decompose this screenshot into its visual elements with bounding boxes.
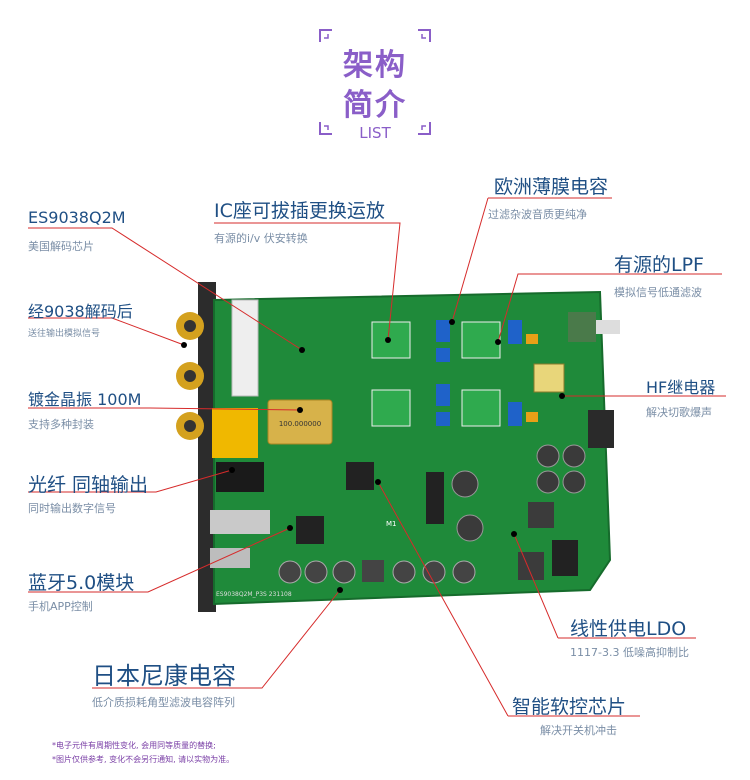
footnote-2: *图片仅供参考, 变化不会另行通知, 请以实物为准。 (52, 755, 235, 764)
title-frame (318, 28, 432, 136)
label-film-cap-subtitle: 过滤杂波音质更纯净 (488, 208, 587, 221)
label-lpf-subtitle: 模拟信号低通滤波 (614, 286, 702, 299)
label-bluetooth-subtitle: 手机APP控制 (28, 600, 93, 613)
label-crystal-title: 镀金晶振 100M (28, 390, 142, 409)
crystal-text: 100.000000 (279, 420, 321, 428)
label-es9038-subtitle: 美国解码芯片 (28, 240, 94, 253)
label-es9038-title: ES9038Q2M (28, 208, 126, 227)
title-subtitle: LIST (359, 124, 391, 142)
footnote-1: *电子元件有周期性变化, 会用同等质量的替换; (52, 741, 216, 750)
label-crystal-subtitle: 支持多种封装 (28, 418, 94, 431)
title-line1: 架构 (343, 48, 407, 83)
label-nichicon-subtitle: 低介质损耗角型滤波电容阵列 (92, 696, 235, 709)
label-after-decode-title: 经9038解码后 (28, 302, 133, 321)
marker-text: M1 (386, 520, 397, 528)
label-film-cap-title: 欧洲薄膜电容 (494, 176, 609, 198)
silk-text: ES9038Q2M_P3S 231108 (216, 591, 292, 598)
label-optical-subtitle: 同时输出数字信号 (28, 502, 116, 515)
label-ic-socket-subtitle: 有源的i/v 伏安转换 (214, 232, 308, 245)
label-lpf-title: 有源的LPF (614, 254, 704, 276)
label-nichicon-title: 日本尼康电容 (92, 662, 236, 690)
label-smart-chip-subtitle: 解决开关机冲击 (540, 724, 617, 737)
label-smart-chip-title: 智能软控芯片 (512, 696, 627, 718)
label-after-decode-subtitle: 送往输出模拟信号 (28, 329, 101, 339)
title-line2: 简介 (343, 88, 407, 123)
label-relay-title: HF继电器 (646, 378, 716, 397)
label-ic-socket-title: IC座可拔插更换运放 (214, 200, 385, 222)
label-bluetooth-title: 蓝牙5.0模块 (28, 572, 135, 594)
label-ldo-subtitle: 1117-3.3 低噪高抑制比 (570, 646, 689, 659)
label-ldo-title: 线性供电LDO (570, 618, 687, 640)
label-optical-title: 光纤 同轴输出 (28, 474, 149, 496)
label-relay-subtitle: 解决切歌爆声 (646, 406, 712, 419)
